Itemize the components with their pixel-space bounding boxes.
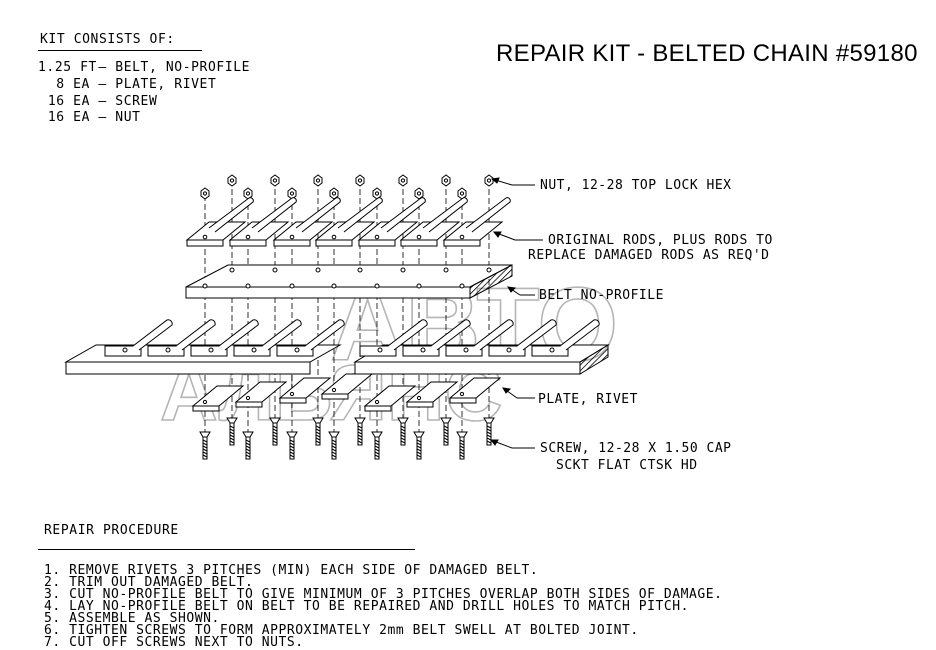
callout-plate: PLATE, RIVET — [538, 392, 638, 407]
kit-item-qty: 16 EA — [47, 110, 90, 125]
chain-link — [276, 319, 345, 357]
drawing-title: REPAIR KIT - BELTED CHAIN #59180 — [496, 40, 918, 67]
kit-heading-rule — [38, 50, 202, 51]
rivet-plate-lower — [278, 377, 332, 404]
callout-nut: NUT, 12-28 TOP LOCK HEX — [540, 178, 732, 193]
procedure-step: 1. REMOVE RIVETS 3 PITCHES (MIN) EACH SI… — [44, 563, 539, 578]
hex-nut — [414, 187, 424, 200]
chain-link — [402, 319, 471, 357]
chain-link — [488, 319, 557, 357]
rivet-plate-lower — [191, 385, 245, 412]
rivet-plate-with-rod — [357, 197, 426, 247]
cap-screw — [413, 431, 425, 460]
no-profile-belt — [185, 264, 513, 299]
screw-row — [199, 417, 495, 460]
kit-item-desc: PLATE, RIVET — [115, 77, 217, 92]
chain-link — [147, 319, 216, 357]
cap-screw — [440, 417, 452, 446]
cap-screw — [226, 417, 238, 446]
kit-item: 1.25 FT – BELT, NO-PROFILE — [38, 60, 251, 75]
rivet-plate-with-rod — [314, 197, 383, 247]
kit-item: 8 EA – PLATE, RIVET — [38, 77, 216, 92]
hex-nut — [355, 174, 365, 187]
cap-screw — [456, 431, 468, 460]
procedure-step: 6. TIGHTEN SCREWS TO FORM APPROXIMATELY … — [44, 623, 639, 638]
hex-nut — [372, 187, 382, 200]
cap-screw — [286, 431, 298, 460]
cap-screw — [328, 431, 340, 460]
chain-link — [531, 319, 600, 357]
cap-screw — [371, 431, 383, 460]
procedure-step: 5. ASSEMBLE AS SHOWN. — [44, 611, 220, 626]
cap-screw — [199, 431, 211, 460]
rivet-plate-with-rod — [272, 197, 341, 247]
callout-belt: BELT NO-PROFILE — [539, 288, 664, 303]
leader-lines — [489, 177, 543, 449]
nut-row — [200, 174, 494, 200]
rivet-plate-with-rod — [442, 197, 511, 247]
hex-nut — [398, 174, 408, 187]
hex-nut — [313, 174, 323, 187]
hex-nut — [227, 174, 237, 187]
cap-screw — [242, 431, 254, 460]
callout-screw-line-2: SCKT FLAT CTSK HD — [556, 458, 698, 473]
rivet-plate-lower — [320, 373, 374, 400]
callout-screw-line-1: SCREW, 12-28 X 1.50 CAP — [540, 441, 732, 456]
chain-link — [233, 319, 302, 357]
kit-item-qty: 16 EA — [47, 94, 90, 109]
callout-rods-line-1: ORIGINAL RODS, PLUS RODS TO — [548, 233, 773, 248]
kit-item: 16 EA – NUT — [38, 110, 141, 125]
chain-belt-right-section — [353, 319, 610, 375]
cap-screw — [312, 417, 324, 446]
cap-screw — [354, 417, 366, 446]
kit-item-desc: SCREW — [115, 94, 158, 109]
kit-item-desc: BELT, NO-PROFILE — [115, 60, 251, 75]
rivet-plate-lower — [448, 377, 502, 404]
procedure-step: 7. CUT OFF SCREWS NEXT TO NUTS. — [44, 635, 304, 650]
hex-nut — [484, 174, 494, 187]
chain-link — [445, 319, 514, 357]
procedure-step: 3. CUT NO-PROFILE BELT TO GIVE MINIMUM O… — [44, 587, 723, 602]
chain-link — [190, 319, 259, 357]
hex-nut — [270, 174, 280, 187]
rivet-plate-lower — [363, 385, 417, 412]
rivet-plate-lower — [234, 381, 288, 408]
procedure-step: 2. TRIM OUT DAMAGED BELT. — [44, 575, 254, 590]
kit-heading: KIT CONSISTS OF: — [40, 32, 175, 47]
chain-link — [104, 319, 173, 357]
rivet-plate-with-rod — [185, 197, 254, 247]
hex-nut — [200, 187, 210, 200]
hex-nut — [329, 187, 339, 200]
procedure-step: 4. LAY NO-PROFILE BELT ON BELT TO BE REP… — [44, 599, 690, 614]
repair-procedure-rule — [38, 549, 415, 550]
hex-nut — [243, 187, 253, 200]
rivet-plate-with-rod — [399, 197, 468, 247]
lower-rivet-plates — [191, 373, 502, 412]
kit-item-desc: NUT — [115, 110, 141, 125]
cap-screw — [397, 417, 409, 446]
hex-nut — [457, 187, 467, 200]
rivet-plate-with-rod — [228, 197, 297, 247]
chain-link — [359, 319, 428, 357]
kit-item: 16 EA – SCREW — [38, 94, 157, 109]
repair-procedure-heading: REPAIR PROCEDURE — [44, 523, 179, 538]
kit-item-qty: 8 EA — [56, 77, 90, 92]
upper-rivet-plates — [185, 197, 511, 247]
rivet-plate-lower — [405, 381, 459, 408]
chain-belt-left-section — [64, 319, 345, 375]
hex-nut — [287, 187, 297, 200]
cap-screw — [483, 417, 495, 446]
cap-screw — [269, 417, 281, 446]
hex-nut — [441, 174, 451, 187]
callout-rods-line-2: REPLACE DAMAGED RODS AS REQ'D — [528, 248, 769, 263]
